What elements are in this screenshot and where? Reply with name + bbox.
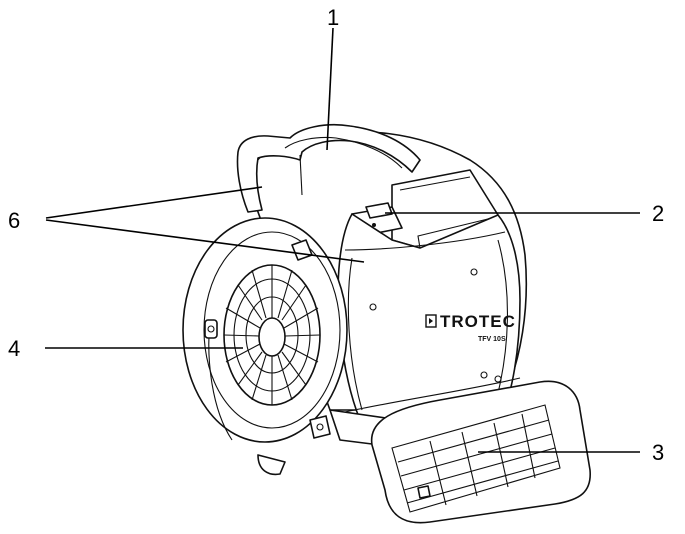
callout-6: 6 [8, 208, 20, 233]
callout-4: 4 [8, 336, 20, 361]
callout-3: 3 [652, 440, 664, 465]
callout-1: 1 [327, 5, 339, 30]
leader-lines [45, 27, 640, 453]
intake-grille [223, 264, 321, 406]
model-name: TFV 10S [478, 336, 506, 343]
carry-handle [236, 123, 421, 213]
callout-labels: 1 2 3 4 6 [8, 5, 664, 465]
leader-1 [326, 27, 334, 151]
leader-6b [45, 219, 365, 263]
brand-logo: TROTEC TFV 10S [425, 312, 516, 343]
leader-6a [45, 186, 263, 219]
callout-2: 2 [652, 201, 664, 226]
brand-name: TROTEC [440, 312, 516, 331]
